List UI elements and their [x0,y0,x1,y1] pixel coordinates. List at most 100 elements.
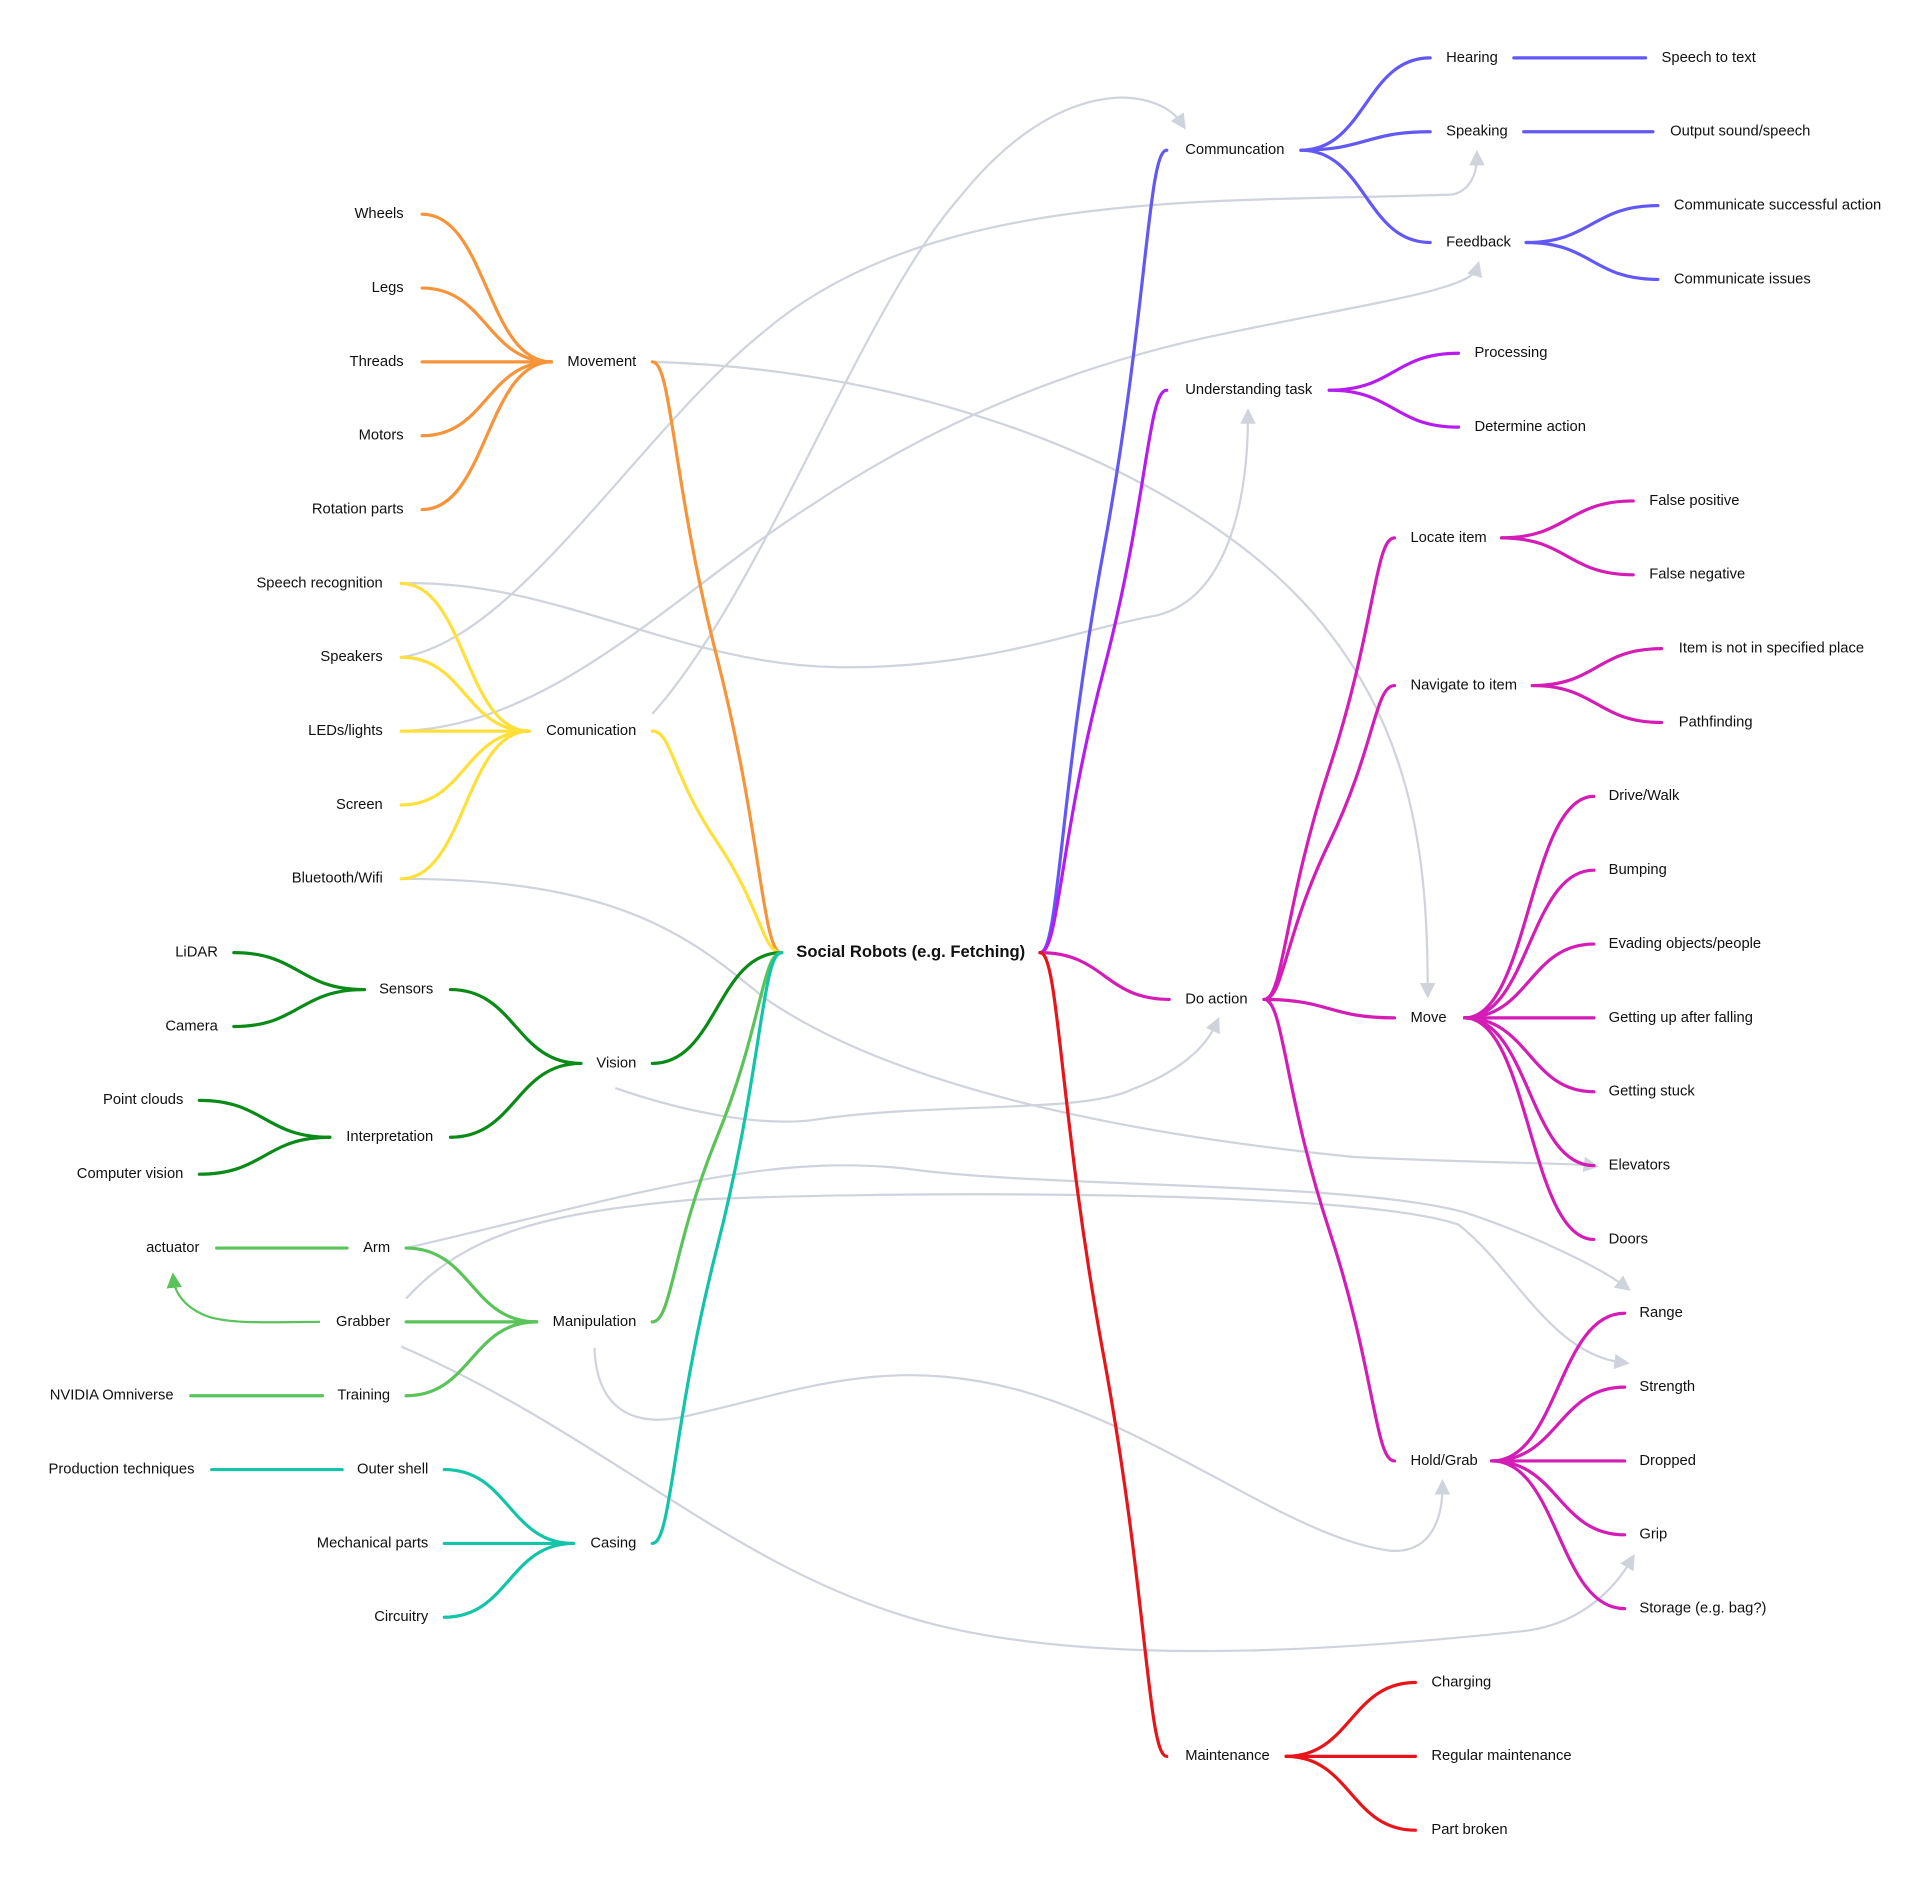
node-grip[interactable]: Grip [1639,1527,1667,1543]
trunk-connector [1038,951,1169,1758]
branch-connector [399,655,531,733]
branch-connector [442,1467,576,1546]
branch-connector [1499,499,1635,540]
node-manipulation[interactable]: Manipulation [553,1314,637,1330]
branch-connector [399,581,531,733]
node-computer-vision[interactable]: Computer vision [77,1166,184,1182]
node-feedback[interactable]: Feedback [1446,234,1511,250]
node-rotation-parts[interactable]: Rotation parts [312,501,404,517]
node-speech-to-text[interactable]: Speech to text [1662,50,1756,66]
node-hearing[interactable]: Hearing [1446,50,1498,66]
branch-connector [1327,388,1461,429]
node-arm[interactable]: Arm [363,1240,390,1256]
node-range[interactable]: Range [1639,1305,1682,1321]
branch-connector [420,286,553,364]
branch-connector [1463,1016,1596,1168]
node-locate-item[interactable]: Locate item [1410,530,1486,546]
node-output-sound[interactable]: Output sound/speech [1670,124,1810,140]
branch-connector [1299,148,1432,245]
node-dropped[interactable]: Dropped [1639,1453,1696,1469]
node-speakers[interactable]: Speakers [320,649,382,665]
node-lidar[interactable]: LiDAR [175,945,218,961]
link-leds-to-feedback [401,260,1483,733]
node-camera[interactable]: Camera [165,1018,218,1034]
branch-connector [1530,647,1664,688]
node-circuitry[interactable]: Circuitry [374,1609,429,1625]
node-threads[interactable]: Threads [350,354,404,370]
node-charging[interactable]: Charging [1431,1674,1491,1690]
node-leds[interactable]: LEDs/lights [308,723,383,739]
node-labels: Social Robots (e.g. Fetching) Communcatio… [48,50,1881,1838]
node-determine-action[interactable]: Determine action [1474,419,1586,435]
node-part-broken[interactable]: Part broken [1431,1822,1507,1838]
node-vision[interactable]: Vision [596,1055,636,1071]
node-nvidia[interactable]: NVIDIA Omniverse [50,1388,174,1404]
branch-connector [232,951,366,992]
node-pathfinding[interactable]: Pathfinding [1679,714,1753,730]
node-false-positive[interactable]: False positive [1649,493,1739,509]
node-grabber[interactable]: Grabber [336,1314,390,1330]
node-interpretation[interactable]: Interpretation [346,1129,433,1145]
link-comunication-to-communcation [651,96,1186,715]
node-mechanical[interactable]: Mechanical parts [317,1535,429,1551]
node-navigate[interactable]: Navigate to item [1410,677,1517,693]
link-movement-to-move [652,360,1436,999]
branch-connector [1463,794,1596,1020]
node-move[interactable]: Move [1410,1010,1446,1026]
node-speaking[interactable]: Speaking [1446,124,1508,140]
node-actuator[interactable]: actuator [146,1240,199,1256]
node-storage[interactable]: Storage (e.g. bag?) [1639,1601,1766,1617]
node-elevators[interactable]: Elevators [1609,1157,1671,1173]
node-do-action[interactable]: Do action [1185,991,1247,1007]
node-speech-recognition[interactable]: Speech recognition [256,575,382,591]
node-processing[interactable]: Processing [1474,345,1547,361]
node-screen[interactable]: Screen [336,797,383,813]
node-movement[interactable]: Movement [567,354,636,370]
branch-connector [404,1320,539,1398]
branches [189,56,1664,1832]
node-legs[interactable]: Legs [372,280,404,296]
cross-links [166,96,1635,1653]
branch-connector [399,729,531,807]
node-outer-shell[interactable]: Outer shell [357,1461,428,1477]
node-strength[interactable]: Strength [1639,1379,1695,1395]
branch-connector [1284,1754,1417,1832]
link-arm-to-range [405,1164,1631,1291]
node-wheels[interactable]: Wheels [355,206,404,222]
branch-connector [1490,1385,1627,1463]
node-communcation[interactable]: Communcation [1185,142,1284,158]
node-motors[interactable]: Motors [359,428,404,444]
branch-connector [1490,1311,1627,1463]
node-false-negative[interactable]: False negative [1649,567,1745,583]
link-bluetooth-to-elevators [401,877,1600,1173]
node-hold-grab[interactable]: Hold/Grab [1410,1453,1477,1469]
node-drive-walk[interactable]: Drive/Walk [1609,788,1680,804]
node-point-clouds[interactable]: Point clouds [103,1092,183,1108]
node-bluetooth[interactable]: Bluetooth/Wifi [292,871,383,887]
branch-connector [1262,997,1397,1020]
branch-connector [1327,351,1461,392]
node-regular-maintenance[interactable]: Regular maintenance [1431,1748,1571,1764]
node-production[interactable]: Production techniques [48,1461,194,1477]
node-not-in-place[interactable]: Item is not in specified place [1679,641,1864,657]
node-evading[interactable]: Evading objects/people [1609,936,1762,952]
node-understanding[interactable]: Understanding task [1185,382,1313,398]
node-doors[interactable]: Doors [1609,1231,1648,1247]
node-getting-stuck[interactable]: Getting stuck [1609,1084,1696,1100]
node-getting-up[interactable]: Getting up after falling [1609,1010,1753,1026]
node-casing[interactable]: Casing [590,1535,636,1551]
branch-connector [1463,1016,1596,1094]
node-training[interactable]: Training [337,1388,390,1404]
branch-connector [197,1098,332,1139]
link-vision-to-do-action [615,1016,1220,1123]
node-sensors[interactable]: Sensors [379,981,433,997]
node-comunication[interactable]: Comunication [546,723,636,739]
node-maintenance[interactable]: Maintenance [1185,1748,1269,1764]
node-comm-success[interactable]: Communicate successful action [1674,197,1881,213]
node-comm-issues[interactable]: Communicate issues [1674,271,1811,287]
node-bumping[interactable]: Bumping [1609,862,1667,878]
node-root[interactable]: Social Robots (e.g. Fetching) [796,942,1025,961]
branch-connector [420,212,553,364]
trunk-connector [1262,536,1397,1002]
